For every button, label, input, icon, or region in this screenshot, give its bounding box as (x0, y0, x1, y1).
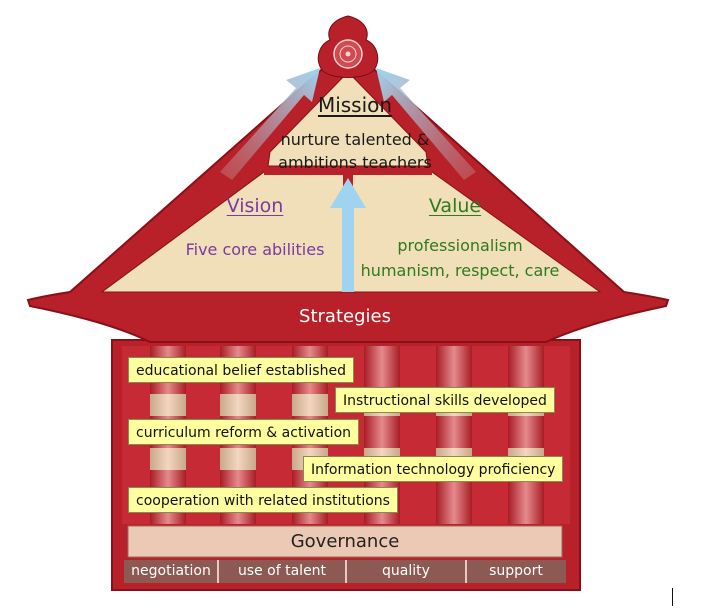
text-cursor (672, 588, 673, 606)
strategy-label: Information technology proficiency (303, 456, 564, 482)
strategy-label: cooperation with related institutions (128, 487, 398, 513)
crest-ornament-icon (317, 15, 379, 78)
strategy-label: educational belief established (128, 357, 354, 383)
value-title: Value (428, 195, 482, 217)
mission-line: ambitions teachers (278, 153, 432, 172)
arrow-up-center-icon (330, 178, 366, 292)
value-description: professionalism humanism, respect, care (350, 233, 570, 283)
upward-arrows (220, 68, 476, 292)
governance-item: support (489, 563, 543, 579)
arrow-up-left-icon (220, 68, 320, 180)
mission-description: nurture talented & ambitions teachers (250, 128, 460, 174)
strategies-title: Strategies (299, 306, 391, 327)
governance-item: use of talent (237, 563, 327, 579)
pillar (508, 346, 544, 524)
governance-item: quality (382, 563, 430, 579)
governance-base (124, 525, 566, 583)
arrow-up-right-icon (376, 68, 476, 180)
value-line: humanism, respect, care (360, 261, 560, 280)
vision-title: Vision (226, 195, 284, 217)
vision-description: Five core abilities (185, 240, 325, 259)
value-line: professionalism (397, 236, 523, 255)
governance-item: negotiation (131, 563, 211, 579)
pillar (436, 346, 472, 524)
mission-title: Mission (317, 93, 393, 117)
mission-line: nurture talented & (280, 130, 430, 149)
strategy-label: curriculum reform & activation (128, 419, 360, 445)
governance-title: Governance (290, 531, 400, 552)
strategy-label: Instructional skills developed (335, 387, 555, 413)
